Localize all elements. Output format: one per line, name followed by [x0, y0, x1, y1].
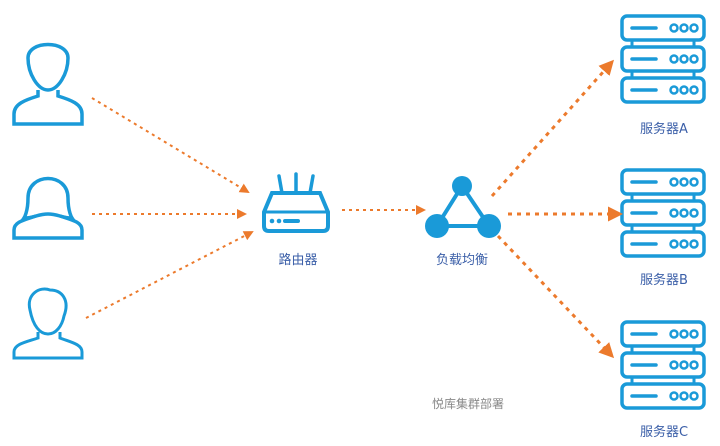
server-b-label: 服务器B [640, 273, 688, 288]
router-icon [262, 172, 330, 233]
load-balancer-label: 负载均衡 [435, 253, 489, 268]
server-a-icon [620, 14, 706, 104]
user-male-icon [12, 42, 84, 126]
arrow-lb-to-server-c [496, 234, 615, 359]
arrow-lb-to-server-a [490, 59, 615, 198]
server-c-icon [620, 320, 706, 410]
router-label: 路由器 [278, 253, 318, 268]
user-person-icon [12, 287, 84, 360]
server-b-icon [620, 168, 706, 258]
arrow-user3-to-router [85, 231, 254, 319]
arrow-user1-to-router [91, 97, 250, 194]
server-a-label: 服务器A [640, 122, 688, 137]
diagram-caption: 悦库集群部署 [431, 397, 505, 411]
load-balancer-icon [425, 176, 501, 238]
server-c-label: 服务器C [639, 425, 689, 440]
user-female-icon [12, 176, 84, 240]
